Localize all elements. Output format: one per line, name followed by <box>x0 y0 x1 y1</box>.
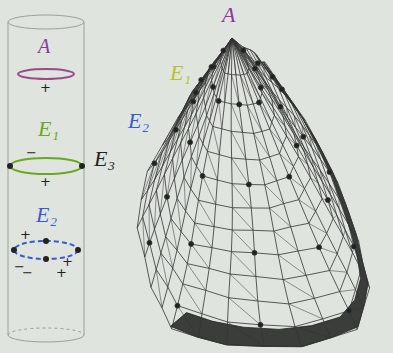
electrode-dot <box>164 194 169 199</box>
cylinder <box>8 15 84 342</box>
electrode-dot <box>325 198 330 203</box>
mesh-line <box>232 38 363 265</box>
polarity-sign: − <box>26 146 37 159</box>
electrode-dot <box>11 247 17 253</box>
electrode-dot <box>258 322 263 327</box>
electrode-dot <box>255 61 260 66</box>
electrode-label: E₁ <box>170 62 191 84</box>
electrode-dot <box>211 84 216 89</box>
electrode-dot <box>252 66 257 71</box>
electrode-label: E₃ <box>94 148 115 170</box>
mesh-line <box>141 38 232 200</box>
electrode-dot <box>175 303 180 308</box>
electrode-dot <box>246 182 251 187</box>
mesh-line <box>232 38 357 329</box>
electrode-dot <box>301 134 306 139</box>
electrode-dot <box>279 87 284 92</box>
ring-a <box>18 69 74 79</box>
mesh-line <box>232 38 265 62</box>
polarity-sign: + <box>20 228 31 241</box>
mesh-line <box>145 38 232 257</box>
mesh-line <box>173 55 323 231</box>
mesh-line <box>232 38 349 225</box>
mesh-line <box>143 38 232 257</box>
electrode-dot <box>270 74 275 79</box>
electrode-dot <box>79 163 85 169</box>
electrode-label: A <box>222 4 235 26</box>
electrode-dot <box>199 77 204 82</box>
mesh-line <box>232 38 363 311</box>
electrode-dot <box>317 245 322 250</box>
electrode-dot <box>147 240 152 245</box>
electrode-dot <box>200 173 205 178</box>
electrode-dot <box>294 143 299 148</box>
electrode-dot <box>209 64 214 69</box>
mesh-line <box>198 38 232 337</box>
polarity-sign: − <box>22 266 33 279</box>
electrode-dot <box>188 140 193 145</box>
mesh-line <box>196 48 287 160</box>
electrode-label: A <box>38 36 50 56</box>
electrode-dot <box>252 250 257 255</box>
polarity-sign: + <box>40 175 51 188</box>
mesh-line <box>232 38 322 152</box>
heart-mesh <box>137 38 369 347</box>
mesh-line <box>232 38 363 269</box>
electrode-dot <box>191 99 196 104</box>
mesh-line <box>232 38 359 242</box>
polarity-sign: + <box>56 266 67 279</box>
polarity-sign: + <box>40 81 51 94</box>
electrode-dot <box>173 127 178 132</box>
electrode-dot <box>237 102 242 107</box>
electrode-dot <box>346 308 351 313</box>
mesh-line <box>232 38 370 288</box>
electrode-dot <box>287 174 292 179</box>
mesh-line <box>232 38 349 213</box>
electrode-dot <box>189 241 194 246</box>
mesh-line <box>232 38 284 91</box>
mesh-line <box>232 38 301 116</box>
ring-e1 <box>10 158 82 174</box>
electrode-label: E₂ <box>36 204 57 226</box>
mesh-line <box>232 38 305 120</box>
electrode-dot <box>241 48 246 53</box>
electrode-label: E₁ <box>38 118 59 140</box>
electrode-label: E₂ <box>128 110 149 132</box>
mesh-line <box>232 38 265 62</box>
electrode-dot <box>152 161 157 166</box>
mesh-line <box>162 38 232 308</box>
electrode-dot <box>351 244 356 249</box>
electrode-dot <box>43 256 49 262</box>
electrode-dot <box>258 85 263 90</box>
electrode-dot <box>327 170 332 175</box>
mesh-line <box>141 38 232 200</box>
electrode-dot <box>7 163 13 169</box>
electrode-dot <box>221 48 226 53</box>
electrode-dot <box>43 238 49 244</box>
electrode-dot <box>257 100 262 105</box>
mesh-line <box>156 38 232 308</box>
electrode-dot <box>216 98 221 103</box>
mesh-line <box>232 38 363 308</box>
electrode-dot <box>193 90 198 95</box>
electrode-dot <box>75 247 81 253</box>
mesh-line <box>143 62 362 327</box>
mesh-line <box>232 38 330 172</box>
mesh-line <box>232 38 338 183</box>
electrode-dot <box>278 104 283 109</box>
mesh-line <box>137 38 232 228</box>
